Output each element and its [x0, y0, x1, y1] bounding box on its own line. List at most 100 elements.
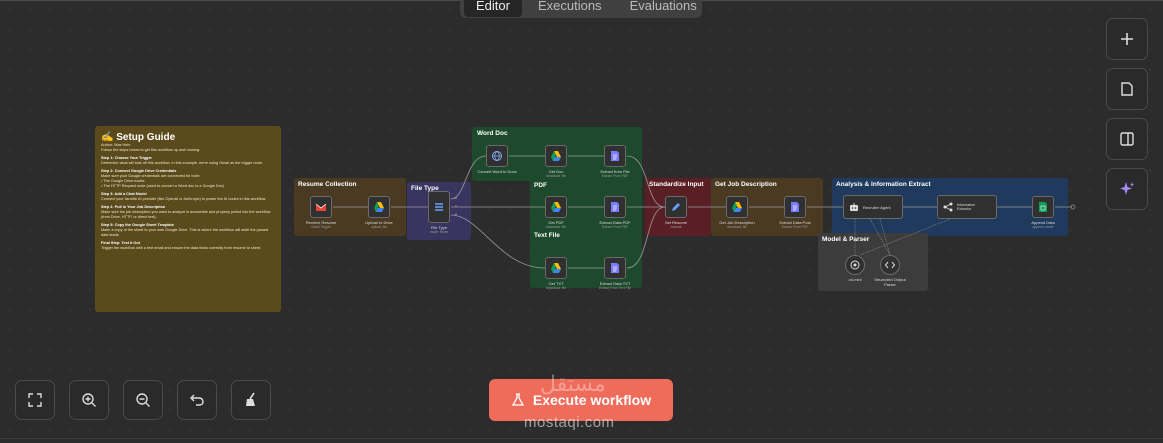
undo-button[interactable]: [177, 380, 217, 420]
get-txt-node[interactable]: [545, 257, 567, 279]
sticky-note-icon: [1121, 82, 1133, 96]
information-extractor-node[interactable]: Information Extractor: [937, 195, 997, 219]
tab-evaluations[interactable]: Evaluations: [629, 0, 697, 13]
setup-guide-title: ✍ Setup Guide: [101, 132, 176, 143]
guide-step-heading: Step 5: Copy the Google Sheet Template: [101, 223, 174, 227]
google-drive-icon: [732, 202, 742, 212]
extract-file-icon: [611, 151, 619, 161]
extractor-icon: [943, 202, 953, 212]
gmail-trigger-node[interactable]: [310, 196, 332, 218]
node-label-parser: Structured Output Parser: [874, 277, 906, 287]
guide-step-heading: Step 1: Choose Your Trigger: [101, 156, 152, 160]
code-icon: [884, 261, 896, 269]
switch-file-type-node[interactable]: [428, 191, 450, 223]
get-job-description-node[interactable]: [726, 196, 748, 218]
information-extractor-label: Information Extractor: [957, 203, 975, 211]
note-title-file-type: File Type: [411, 185, 439, 192]
switch-icon: [435, 203, 443, 211]
extract-from-file-node[interactable]: [604, 145, 626, 167]
guide-text-line: Author: Max Hein: [101, 143, 131, 147]
note-title-job-description: Get Job Description: [715, 181, 777, 188]
get-pdf-node[interactable]: [545, 196, 567, 218]
guide-text-line: • The HTTP Request node (used to convert…: [101, 184, 224, 188]
pencil-icon: ✍: [101, 132, 114, 143]
note-model-parser[interactable]: [818, 233, 928, 291]
watermark-arabic: مستقل: [540, 372, 606, 397]
note-title-text-file: Text File: [534, 232, 560, 239]
guide-text-line: Trigger the workflow with a test email a…: [101, 246, 262, 250]
execute-workflow-button[interactable]: Execute workflow: [489, 379, 673, 421]
guide-step-heading: Step 3: Add a Chat Model: [101, 192, 147, 196]
bottom-border: [0, 438, 1163, 439]
convert-word-http-node[interactable]: [486, 145, 508, 167]
view-tabs: Editor Executions Evaluations: [460, 0, 702, 18]
guide-text-line: • The Google Drive nodes: [101, 179, 145, 183]
execute-workflow-label: Execute workflow: [532, 392, 652, 408]
tidy-up-button[interactable]: [231, 380, 271, 420]
note-title-resume-collection: Resume Collection: [298, 181, 357, 188]
add-sticky-button[interactable]: [1106, 68, 1148, 110]
guide-text-line: Connect your favorite AI provider (like …: [101, 197, 267, 201]
zoom-out-icon: [136, 393, 150, 407]
extract-pdf-node[interactable]: [604, 196, 626, 218]
extract-file-icon: [611, 263, 619, 273]
extract-file-icon: [791, 202, 799, 212]
gmail-icon: [315, 203, 327, 211]
extract-job-node[interactable]: [784, 196, 806, 218]
robot-icon: [850, 203, 858, 211]
get-doc-node[interactable]: [545, 145, 567, 167]
extract-txt-node[interactable]: [604, 257, 626, 279]
note-title-model-parser: Model & Parser: [822, 236, 870, 243]
zoom-out-button[interactable]: [123, 380, 163, 420]
guide-step-heading: Step 2: Connect Google Drive Credentials: [101, 169, 177, 173]
note-title-pdf: PDF: [534, 182, 547, 189]
model-node[interactable]: [845, 255, 865, 275]
google-drive-icon: [374, 202, 384, 212]
google-sheets-icon: [1039, 202, 1047, 212]
toggle-panel-button[interactable]: [1106, 118, 1148, 160]
drive-upload-node[interactable]: [368, 196, 390, 218]
watermark: mostaqi.com: [524, 414, 615, 431]
append-sheet-node[interactable]: [1032, 196, 1054, 218]
note-title-word-doc: Word Doc: [477, 130, 508, 137]
recruiter-agent-node[interactable]: Recruiter Agent: [843, 195, 903, 219]
google-drive-icon: [551, 202, 561, 212]
guide-step-heading: Final Step: Test it Out: [101, 241, 140, 245]
guide-text-line: Follow the steps below to get this workf…: [101, 148, 201, 152]
globe-icon: [492, 151, 502, 161]
output-parser-node[interactable]: [880, 255, 900, 275]
guide-text-line: (from Drive, HTTP, or direct text).: [101, 215, 157, 219]
guide-text-line: Make sure your Google credentials are co…: [101, 174, 200, 178]
switch-output-2: 2: [455, 212, 457, 216]
note-title-standardize: Standardize Input: [649, 181, 704, 188]
node-label-model: o4-mini: [848, 277, 862, 282]
note-title-analysis: Analysis & Information Extract: [836, 181, 931, 188]
tab-executions[interactable]: Executions: [537, 0, 602, 13]
zoom-in-icon: [82, 393, 96, 407]
node-label-convert: Convert Word to Docs: [477, 169, 517, 174]
fit-view-button[interactable]: [15, 380, 55, 420]
add-node-button[interactable]: [1106, 18, 1148, 60]
recruiter-agent-label: Recruiter Agent: [863, 204, 891, 210]
undo-icon: [190, 394, 204, 406]
switch-output-0: 0: [455, 196, 457, 200]
ai-assistant-button[interactable]: [1106, 168, 1148, 210]
zoom-in-button[interactable]: [69, 380, 109, 420]
openai-icon: [850, 260, 860, 270]
fullscreen-icon: [28, 393, 42, 407]
set-resume-node[interactable]: [665, 196, 687, 218]
tab-editor[interactable]: Editor: [464, 0, 522, 17]
